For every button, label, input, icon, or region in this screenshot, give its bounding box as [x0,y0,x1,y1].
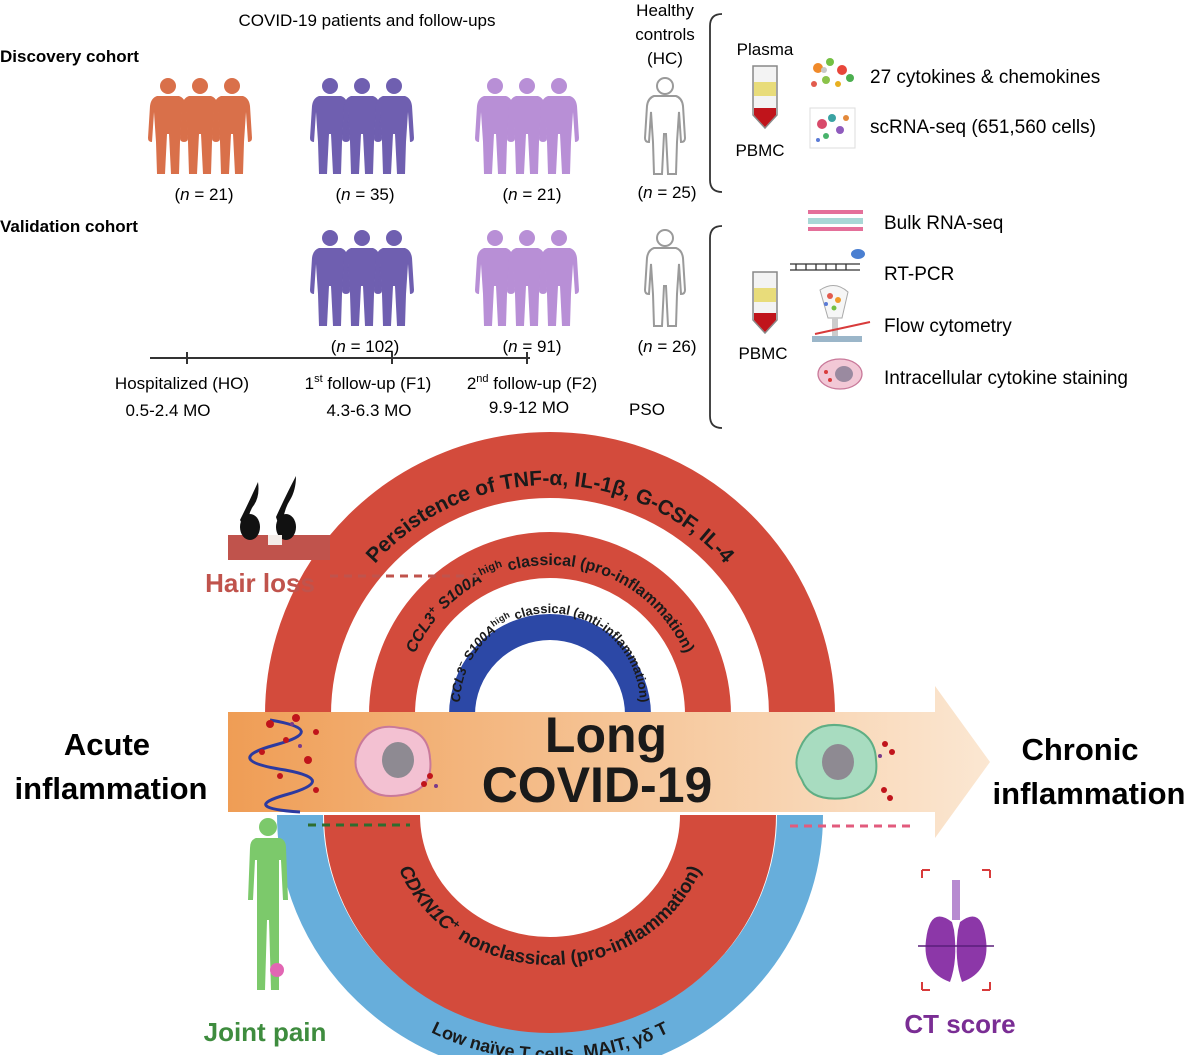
scrna-label: scRNA-seq (651,560 cells) [870,117,1096,138]
joint-pain-person-icon [248,818,288,990]
healthy-control-discovery-icon [644,77,686,175]
f1-validation-group-icon [310,230,414,326]
pbmc-validation-label: PBMC [738,344,787,363]
flow-cytometry-icon [812,285,871,342]
center-title-line2: COVID-19 [482,757,713,813]
timeline-ho-range: 0.5-2.4 MO [125,401,210,420]
flow-cytometry-label: Flow cytometry [884,316,1012,337]
scrna-umap-icon [809,107,856,149]
timeline-f1-label: 1st follow-up (F1) [305,373,432,393]
timeline-axis [150,352,530,364]
validation-cohort-label: Validation cohort [0,217,138,236]
lower-red-arc [324,813,776,1033]
acute-label-1: Acute [64,727,150,762]
green-monocyte-icon [795,724,895,801]
n-f2-validation: (n = 91) [502,337,561,356]
hospitalized-group-icon [148,78,252,174]
hair-loss-label: Hair loss [205,568,315,598]
sample-tube-icon [752,65,778,130]
pbmc-label: PBMC [735,141,784,160]
rtpcr-icon [790,249,865,271]
timeline-pso: PSO [629,400,665,419]
sample-tube-validation-icon [752,271,778,335]
n-f2-discovery: (n = 21) [502,185,561,204]
f2-discovery-group-icon [475,78,579,174]
healthy-label-3: (HC) [647,49,683,68]
cohort-header: COVID-19 patients and follow-ups [238,11,495,30]
cytokines-label: 27 cytokines & chemokines [870,67,1100,88]
bulk-rnaseq-label: Bulk RNA-seq [884,213,1003,234]
hair-follicle-icon [228,476,330,560]
bracket-discovery [709,13,723,193]
n-f1-discovery: (n = 35) [335,185,394,204]
lower-blue-arc [277,814,823,1055]
n-healthy-discovery: (n = 25) [637,183,696,202]
ct-score-label: CT score [904,1009,1015,1039]
bulk-rnaseq-icon [808,210,863,231]
healthy-label-2: controls [635,25,695,44]
inner-red-arc [369,532,731,716]
n-hospitalized: (n = 21) [174,185,233,204]
lung-icon [918,869,994,991]
anti-inflammation-arc [449,614,651,716]
f2-validation-group-icon [475,230,579,326]
chronic-label-2: inflammation [993,776,1186,811]
plasma-label: Plasma [737,40,794,59]
discovery-cohort-label: Discovery cohort [0,47,139,66]
healthy-control-validation-icon [644,229,686,327]
ics-cell-icon [817,358,863,390]
joint-pain-label: Joint pain [204,1017,327,1047]
long-covid-arrow [228,686,990,838]
timeline-f2-label: 2nd follow-up (F2) [467,373,597,393]
chronic-label-1: Chronic [1021,732,1138,767]
timeline-ho-label: Hospitalized (HO) [115,374,249,393]
center-title-line1: Long [545,707,667,763]
ics-label: Intracellular cytokine staining [884,368,1128,389]
n-healthy-validation: (n = 26) [637,337,696,356]
acute-label-2: inflammation [15,771,208,806]
rtpcr-label: RT-PCR [884,264,954,285]
outer-red-arc [265,432,835,716]
virus-helix-icon [248,714,319,814]
timeline-f2-range: 9.9-12 MO [489,398,569,417]
bracket-validation [709,225,723,429]
f1-discovery-group-icon [310,78,414,174]
healthy-label-1: Healthy [636,1,694,20]
cytokine-dots-icon [811,58,854,87]
n-f1-validation: (n = 102) [331,337,400,356]
pink-monocyte-icon [354,725,438,797]
timeline-f1-range: 4.3-6.3 MO [326,401,411,420]
